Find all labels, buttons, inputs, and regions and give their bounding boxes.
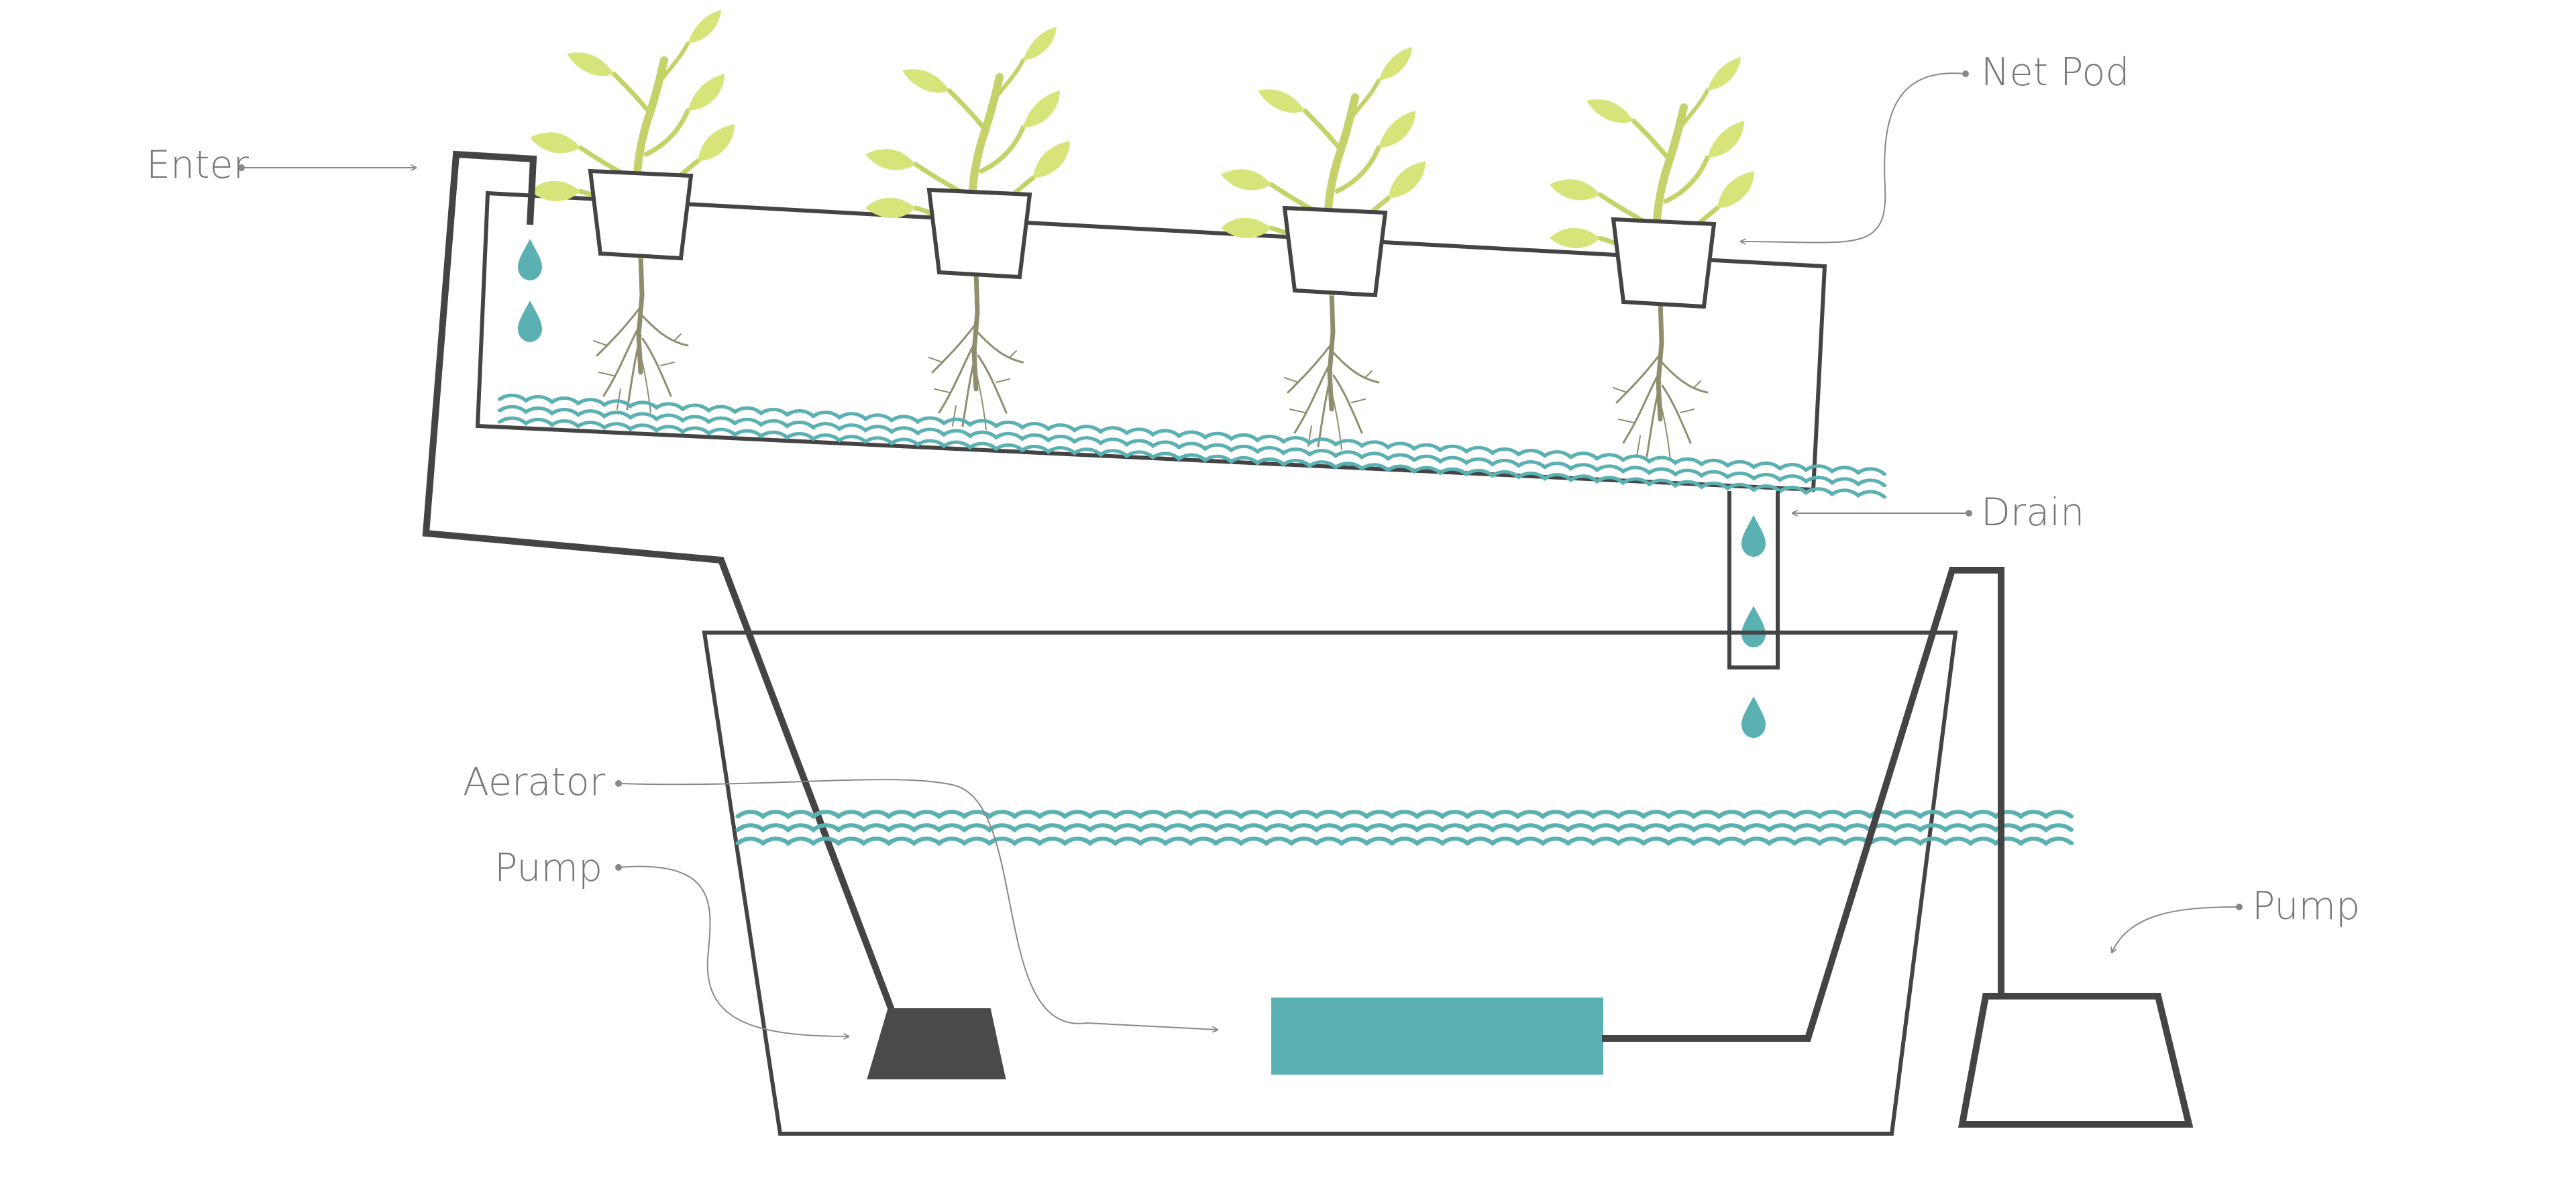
submerged-pump: [867, 1008, 1006, 1079]
enter-label: Enter: [146, 143, 250, 187]
net-pod-leader: [1741, 72, 1966, 242]
external-pump-leader: [2112, 906, 2240, 953]
net-pod-1: [588, 168, 694, 261]
reservoir-tank: [702, 631, 1958, 1136]
drain-drips: [1741, 515, 1766, 738]
pump-label: Pump: [494, 846, 602, 890]
supply-line: [422, 150, 896, 1013]
drip-icon: [518, 239, 542, 280]
aerator-label: Aerator: [463, 760, 606, 804]
external-pump: [1958, 993, 2194, 1128]
aerator-leader: [618, 779, 1218, 1030]
air-line: [1602, 567, 2004, 1042]
plants: [530, 10, 1754, 460]
drip-icon: [1741, 696, 1766, 738]
net-pod-label: Net Pod: [1981, 50, 2130, 95]
pump-leader: [618, 865, 849, 1036]
net-pod-3: [1282, 205, 1388, 298]
external-pump-label: Pump: [2252, 884, 2360, 928]
drain-label: Drain: [1981, 490, 2084, 535]
net-pods: [588, 168, 1717, 309]
drip-icon: [1741, 515, 1766, 557]
leader-lines: [241, 72, 2240, 1036]
net-pod-4: [1611, 217, 1717, 309]
drip-icon: [1741, 606, 1766, 647]
leader-dots: [238, 70, 2243, 910]
drip-icon: [518, 301, 542, 342]
aerator-stone: [1271, 998, 1603, 1075]
net-pod-2: [926, 187, 1032, 280]
inlet-drips: [518, 239, 542, 342]
drain-pipe: [1727, 491, 1780, 669]
